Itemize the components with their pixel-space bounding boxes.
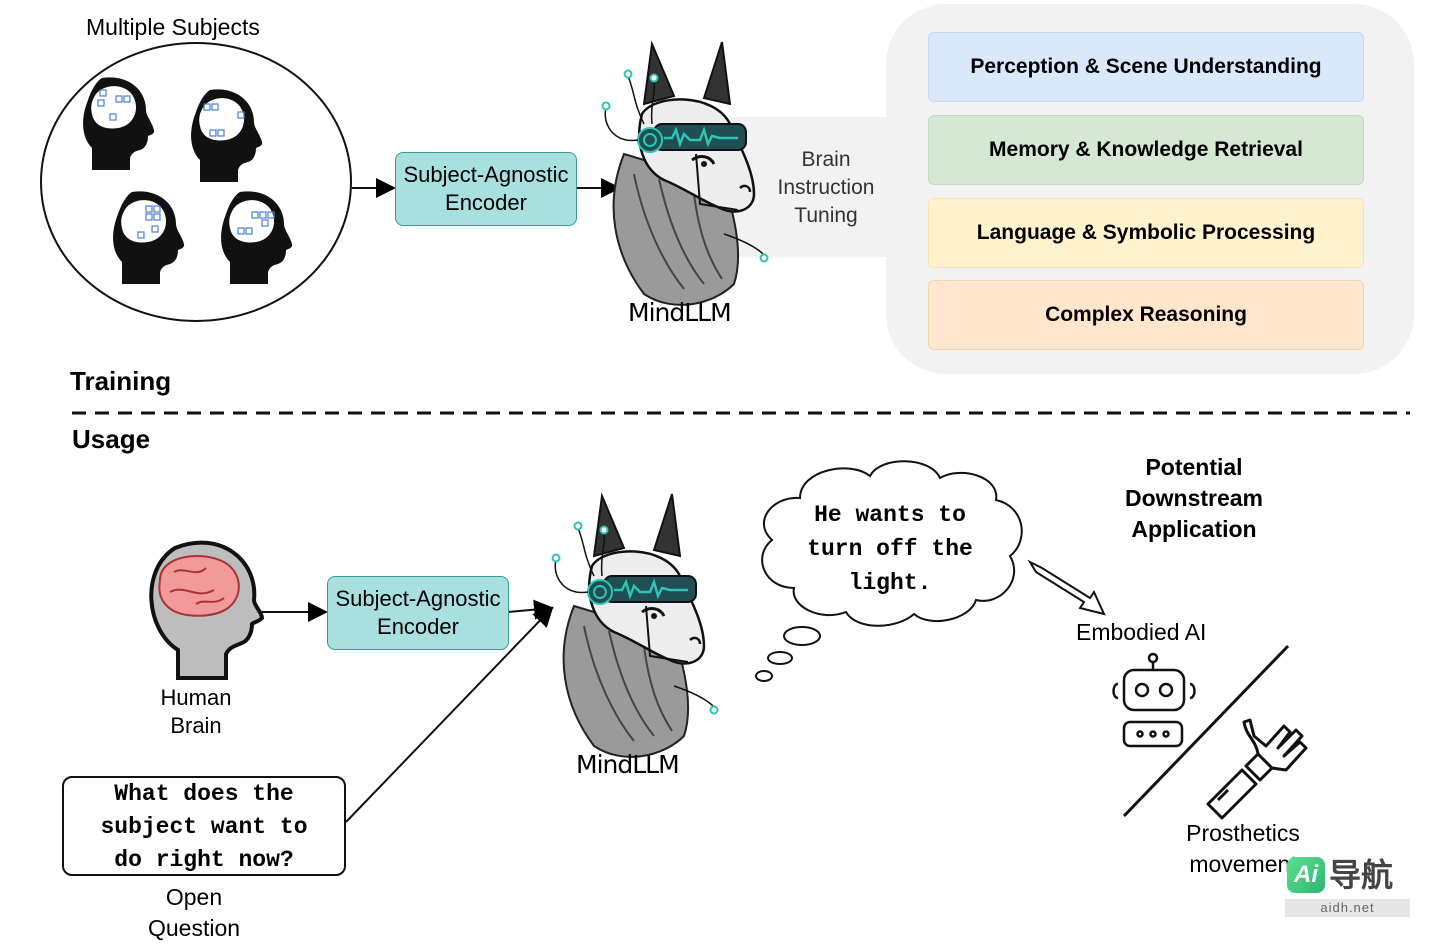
downstream-line2: Downstream	[1124, 485, 1264, 511]
tuning-line1: Brain	[801, 148, 851, 171]
capability-perception: Perception & Scene Understanding	[928, 32, 1364, 102]
brain-voxels	[97, 89, 275, 239]
question-line3: do right now?	[114, 847, 294, 873]
embodied-label: Embodied AI	[1076, 619, 1207, 645]
prosthetic-arm-icon	[1206, 718, 1308, 820]
subject-head-4	[221, 191, 293, 284]
watermark: Ai 导航 aidh.net	[1285, 855, 1410, 917]
subjects-circle	[40, 42, 352, 322]
downstream-arrow	[1027, 559, 1106, 616]
training-section-label: Training	[70, 366, 172, 396]
tuning-label: Brain Instruction Tuning	[766, 146, 886, 230]
llama-usage	[551, 492, 719, 759]
encoder-training: Subject-Agnostic Encoder	[395, 152, 577, 226]
capability-memory: Memory & Knowledge Retrieval	[928, 115, 1364, 185]
subject-head-2	[191, 89, 263, 182]
encoder-usage: Subject-Agnostic Encoder	[327, 576, 509, 650]
thought-line1: He wants to	[814, 502, 966, 528]
question-label-line1: Open	[165, 884, 223, 910]
downstream-line3: Application	[1131, 516, 1257, 542]
capability-language: Language & Symbolic Processing	[928, 198, 1364, 268]
brain-label-line2: Brain	[170, 713, 222, 738]
tuning-line2: Instruction	[777, 176, 875, 199]
model-name-usage: MindLLM	[576, 750, 680, 779]
encoder-label-line1: Subject-Agnostic	[403, 162, 569, 187]
brain-label-line1: Human	[160, 685, 232, 710]
downstream-line1: Potential	[1145, 454, 1243, 480]
brain-label: Human Brain	[146, 684, 246, 740]
subject-head-3	[113, 191, 185, 284]
question-box: What does the subject want to do right n…	[62, 776, 346, 876]
human-brain-head	[149, 540, 265, 680]
capability-reasoning: Complex Reasoning	[928, 280, 1364, 350]
question-label: Open Question	[134, 882, 254, 944]
prosthetics-line2: movement	[1189, 851, 1297, 877]
subjects-label: Multiple Subjects	[86, 14, 260, 40]
encoder-usage-line2: Encoder	[377, 614, 459, 639]
question-label-line2: Question	[147, 915, 241, 941]
thought-line2: turn off the	[807, 536, 973, 562]
thought-text: He wants to turn off the light.	[780, 498, 1000, 600]
thought-cloud	[755, 460, 1023, 682]
watermark-domain: aidh.net	[1285, 899, 1410, 917]
prosthetics-label: Prosthetics movement	[1168, 818, 1318, 880]
encoder-label-line2: Encoder	[445, 190, 527, 215]
watermark-text: 导航	[1329, 857, 1394, 893]
encoder-usage-line1: Subject-Agnostic	[335, 586, 501, 611]
model-name-training: MindLLM	[628, 298, 732, 327]
prosthetics-line1: Prosthetics	[1186, 820, 1300, 846]
tuning-band	[730, 117, 886, 257]
thought-line3: light.	[848, 570, 932, 596]
llama-training	[601, 40, 769, 307]
robot-icon	[1112, 652, 1196, 748]
tuning-line3: Tuning	[794, 204, 858, 227]
usage-section-label: Usage	[72, 424, 151, 454]
watermark-logo: Ai	[1287, 857, 1325, 893]
question-line2: subject want to	[100, 814, 308, 840]
question-line1: What does the	[114, 781, 294, 807]
subject-head-1	[83, 77, 155, 170]
downstream-title: Potential Downstream Application	[1104, 452, 1284, 545]
